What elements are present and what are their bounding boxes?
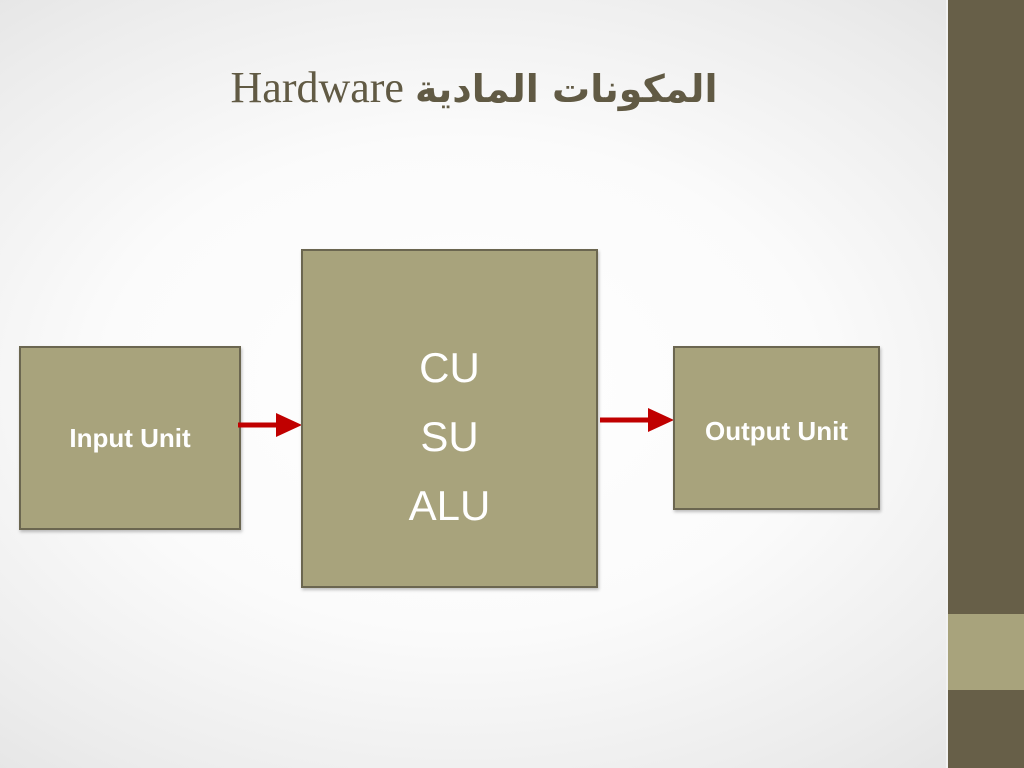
cpu-line-cu: CU: [419, 344, 480, 391]
cpu-to-output-arrow: [600, 408, 674, 432]
input-unit-label: Input Unit: [69, 422, 191, 453]
title-arabic: المكونات المادية: [414, 67, 718, 111]
cpu-box: CU SU ALU: [301, 249, 598, 588]
side-band-divider: [946, 0, 948, 768]
title-latin: Hardware: [230, 63, 404, 112]
output-unit-label: Output Unit: [705, 416, 848, 446]
slide-title: Hardware المكونات المادية: [0, 62, 948, 113]
cpu-line-su: SU: [420, 413, 479, 460]
output-unit-box: Output Unit: [673, 346, 880, 510]
side-band-accent: [948, 614, 1024, 690]
input-to-cpu-arrow: [238, 413, 302, 437]
input-unit-box: Input Unit: [19, 346, 241, 530]
cpu-line-alu: ALU: [408, 482, 491, 529]
